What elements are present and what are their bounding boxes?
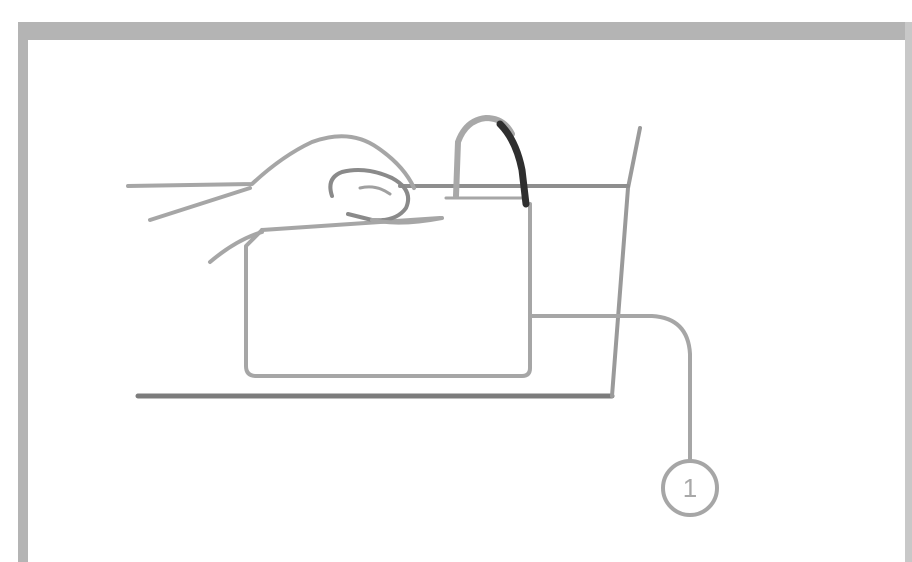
strap-loop-dark: [500, 124, 526, 204]
hand-upper-contour: [128, 136, 414, 188]
outer-frame: [18, 22, 912, 562]
hand-drawing: [128, 136, 442, 262]
cabinet-front-edge: [612, 128, 640, 396]
tray-box: [246, 198, 530, 376]
frame-right-side: [905, 22, 912, 562]
hand-lower-contour: [150, 188, 250, 220]
strap-loop: [456, 118, 526, 204]
cabinet-surface: [138, 128, 640, 396]
frame-top-bar: [18, 22, 912, 40]
tray-box-top: [262, 218, 440, 230]
frame-left-side: [18, 22, 28, 562]
hand-wrist-contour: [210, 232, 262, 262]
callout-number: 1: [683, 473, 697, 503]
thumbnail-contour: [360, 187, 390, 194]
callout-marker: 1: [663, 461, 717, 515]
thumb-contour: [330, 170, 408, 220]
